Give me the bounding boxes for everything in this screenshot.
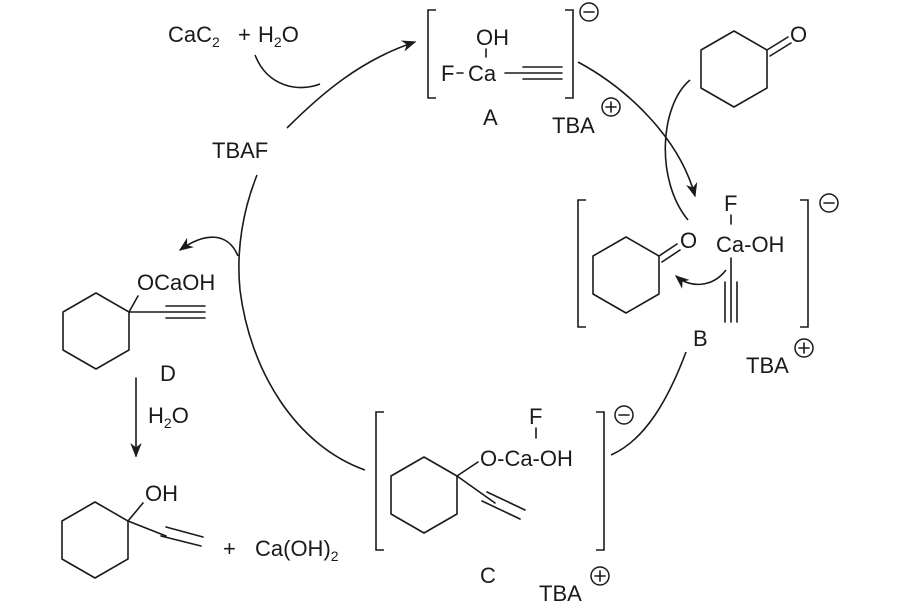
- species-C: F O-Ca-OH C TBA: [375, 404, 634, 606]
- D-cyclohexane-ring: [62, 292, 130, 370]
- D-bond-c-o: [128, 295, 139, 313]
- cycle-arc-C-to-tbaf: [238, 174, 366, 471]
- cycle-arrow-A-to-B: [577, 61, 698, 198]
- A-ca: Ca: [468, 61, 497, 86]
- B-carbonyl-o: O: [680, 228, 697, 253]
- C-counterion: TBA: [539, 581, 582, 606]
- B-nucleophilic-attack-arrow: [674, 269, 727, 289]
- A-counterion: TBA: [552, 113, 595, 138]
- product-cyclohexane-ring: [61, 501, 129, 579]
- C-f: F: [529, 404, 542, 429]
- products: OH + Ca(OH)2: [61, 481, 339, 579]
- C-alkyne-bond: [456, 475, 496, 504]
- cycle-arc-B-to-C: [610, 351, 687, 456]
- cyclohexanone-ring: [700, 30, 768, 108]
- product-alkyne-upper: [165, 526, 204, 538]
- D-ocaoh: OCaOH: [137, 270, 215, 295]
- substrate-entry-arc: [664, 79, 691, 221]
- reagent-cac2: CaC2: [168, 22, 220, 50]
- bracket-right-C: [596, 411, 605, 551]
- product-bond-c-oh: [127, 502, 144, 522]
- release-arrow-to-D: [178, 236, 239, 257]
- hydrolysis-h2o: H2O: [148, 403, 189, 431]
- label-B: B: [693, 326, 708, 351]
- product-oh: OH: [145, 481, 178, 506]
- species-A: OH F Ca A TBA: [427, 2, 621, 138]
- species-B: O F Ca-OH B TBA: [577, 191, 839, 378]
- bracket-right-B: [800, 199, 809, 328]
- reagent-plus: +: [238, 22, 251, 47]
- B-cyclohexanone-ring: [592, 236, 660, 314]
- bracket-left-C: [375, 411, 384, 551]
- C-cyclohexane-ring: [390, 456, 458, 534]
- carbonyl-bond: [766, 36, 789, 51]
- cyclohexanone-o: O: [790, 22, 807, 47]
- plus-sign-B: [798, 342, 810, 354]
- species-D: OCaOH D: [62, 270, 215, 386]
- B-carbonyl-bond-2: [661, 249, 681, 263]
- reagent-h2o: H2O: [258, 22, 299, 50]
- bracket-right-A: [565, 9, 574, 99]
- label-C: C: [480, 563, 496, 588]
- plus-sign-C: [594, 570, 606, 582]
- hydrolysis-step: H2O: [130, 377, 189, 458]
- product-alkyne-lower: [160, 535, 202, 547]
- B-carbonyl-bond: [658, 243, 678, 257]
- A-oh: OH: [476, 25, 509, 50]
- product-caoh2: Ca(OH)2: [255, 536, 339, 564]
- A-f: F: [441, 61, 454, 86]
- B-f: F: [724, 191, 737, 216]
- B-counterion: TBA: [746, 353, 789, 378]
- product-alkyne-bond: [127, 520, 167, 537]
- catalyst-tbaf: TBAF: [212, 138, 268, 163]
- C-bond-c-o: [456, 461, 479, 477]
- B-ca-oh: Ca-OH: [716, 232, 784, 257]
- carbonyl-bond-2: [769, 42, 792, 57]
- bracket-left-A: [427, 9, 436, 99]
- C-alkyne-lower: [481, 500, 521, 520]
- substrate-cyclohexanone: O: [700, 22, 807, 108]
- plus-sign-A: [605, 101, 617, 113]
- cycle-arrow-tbaf-to-A: [286, 40, 417, 129]
- label-A: A: [483, 105, 498, 130]
- bracket-left-B: [577, 199, 586, 328]
- C-o-ca-oh: O-Ca-OH: [480, 446, 573, 471]
- reagent-entry-arc: [254, 54, 321, 89]
- label-D: D: [160, 361, 176, 386]
- product-plus: +: [223, 536, 236, 561]
- C-alkyne-upper: [486, 491, 526, 511]
- reagent-cac2-h2o: CaC2 + H2O: [168, 22, 321, 89]
